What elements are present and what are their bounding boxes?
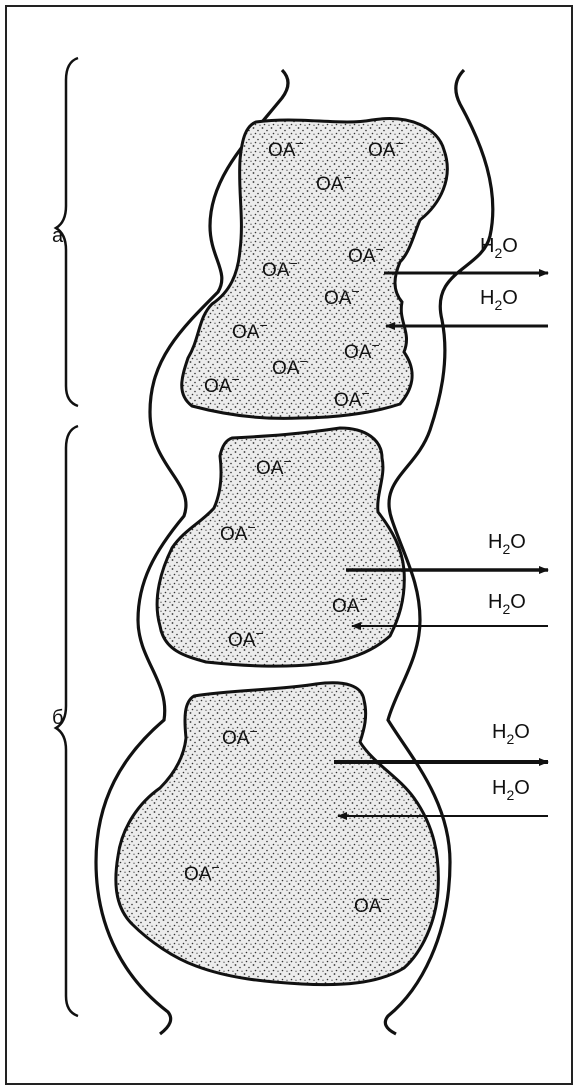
h2o-in-2: H2O xyxy=(488,591,526,617)
h2o-out-3: H2O xyxy=(492,721,530,747)
h2o-in-1: H2O xyxy=(480,287,518,313)
h2o-out-1: H2O xyxy=(480,235,518,261)
h2o-out-2: H2O xyxy=(488,531,526,557)
h2o-in-3: H2O xyxy=(492,777,530,803)
label-a: а xyxy=(52,225,64,247)
label-b: б xyxy=(52,707,63,729)
vacuole-b2 xyxy=(116,683,439,985)
